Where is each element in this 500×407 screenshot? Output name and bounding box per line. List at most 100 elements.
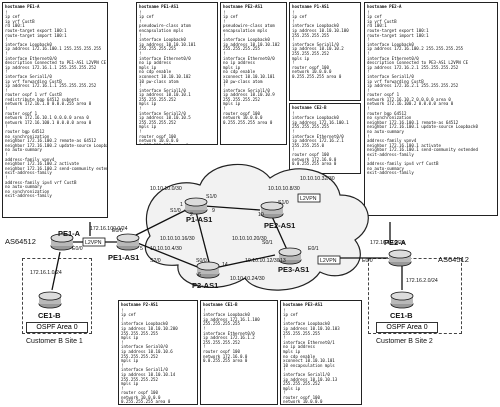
mpls-cloud (144, 164, 369, 291)
config-line: mpls ip (223, 64, 241, 70)
config-line: address-family vpnv4 (367, 138, 417, 144)
config-title: hostname P1-AS1 (292, 4, 329, 9)
config-line: ! (121, 307, 124, 313)
customer-site-2-label: Customer B Site 2 (376, 338, 433, 345)
ospf-area-label-left: OSPF Area 0 (26, 322, 88, 333)
config-line: ! (223, 9, 226, 15)
config-line: address-family ipv4 vrf CustB (5, 179, 77, 185)
config-line: ! (223, 18, 226, 24)
vpn-label: L2VPN (300, 196, 317, 202)
config-line: xconnect 10.10.10.101 (283, 358, 335, 364)
config-line: ! (292, 110, 295, 116)
config-line: ip cef (367, 14, 382, 20)
num-label: 13 (280, 258, 286, 264)
config-line: 255.255.255.255 (223, 46, 260, 52)
config-line: ip address 172.16.100.2 255.255.255.255 (367, 46, 464, 52)
config-line: no cdp enable (223, 69, 256, 75)
config-line: ! (367, 156, 370, 162)
num-label: 2 (190, 212, 193, 218)
config-line: interface Serial1/0 (5, 73, 52, 79)
config-line: xconnect 10.10.10.102 (139, 73, 191, 79)
label-p2-as1: P2-AS1 (192, 281, 218, 290)
config-line: 255.255.255.0 (292, 142, 325, 148)
config-line: ! (292, 9, 295, 15)
config-line: network 10.0.0.0 (223, 115, 263, 121)
config-line: no auto-summary (5, 147, 42, 153)
router-pe1-a (50, 233, 74, 251)
config-title: hostname PE1-AS1 (139, 4, 179, 9)
link-label: 172.16.1.0/24 (30, 270, 62, 276)
config-line: neighbor 172.16.100.1 remote-as 64512 (367, 119, 459, 125)
config-line: 255.255.255.252 (292, 50, 329, 56)
config-line: router ospf 100 (121, 390, 158, 396)
config-line: ! (367, 69, 370, 75)
customer-site-1-label: Customer B Site 1 (26, 338, 83, 345)
num-label: 14 (222, 262, 228, 268)
config-line: no synchronization (5, 133, 50, 139)
config-line: interface Ethernet0/0 (203, 330, 255, 336)
config-line: ! (5, 9, 8, 15)
config-line: ! (121, 385, 124, 391)
config-line: interface Serial1/0 (283, 371, 330, 377)
if-label: S2/0 (150, 258, 161, 264)
config-pe1-as1: hostname PE1-AS1!ip cef!pseudowire-class… (136, 2, 218, 145)
config-title: hostname PE3-AS1 (283, 302, 323, 307)
config-line: 255.255.255.252 (283, 381, 320, 387)
config-line: 255.255.255.252 (139, 119, 176, 125)
config-line: encapsulation mpls (223, 27, 268, 33)
config-line: 0.255.255.255 area 0 (292, 73, 342, 79)
link-label: 10.10.10.4/30 (150, 246, 182, 252)
router-p1-as1 (184, 197, 208, 215)
config-line: description Connected to PE1-AS1 L2VPN C… (5, 60, 107, 66)
config-line: network 10.0.0.0 (139, 138, 179, 144)
config-line: exit-address-family (367, 170, 414, 176)
config-line: network 172.16.10.1 0.0.0.0 area 0 (5, 115, 89, 121)
config-line: network 172.16.0.0 (292, 156, 337, 162)
config-line: 10 pw-class atom (139, 78, 179, 84)
config-line: ! (5, 50, 8, 56)
customer-site-2-box (368, 258, 462, 334)
config-title: hostname PE2-A (367, 4, 402, 9)
config-line: ! (367, 106, 370, 112)
config-line: ! (5, 69, 8, 75)
config-line: rd 100:1 (5, 23, 25, 29)
config-line: ip address 172.16.1.1 255.255.255.252 (5, 83, 97, 89)
config-line: 255.255.255.255 (292, 32, 329, 38)
config-line: ! (5, 124, 8, 130)
label-pe1-as1: PE1-AS1 (108, 253, 139, 262)
config-line: ip address 172.16.1.2 (203, 335, 255, 341)
config-line: no cdp enable (139, 69, 172, 75)
config-line: router bgp 64512 (367, 110, 407, 116)
config-line: 10 pw-class atom (223, 78, 263, 84)
router-ce2-b (390, 291, 414, 309)
if-label: S1/0 (278, 200, 289, 206)
link-label: 10.10.10.20/30 (232, 236, 267, 242)
config-line: ! (5, 87, 8, 93)
config-line: network 172.16.100.2 0.0.0.0 area 0 (367, 101, 454, 107)
config-line: interface Serial1/0 (121, 367, 168, 373)
config-line: ip cef (223, 14, 238, 20)
config-line: ! (283, 316, 286, 322)
config-line: no ip address (139, 60, 172, 66)
config-line: ! (139, 18, 142, 24)
config-line: ip address 10.10.10.13 (283, 376, 338, 382)
config-line: router ospf 1 vrf CustB (5, 92, 62, 98)
config-line: ip address 10.10.10.14 (121, 371, 176, 377)
config-line: ip vrf CustB (367, 18, 397, 24)
config-line: neighbor 172.16.100.2 remote-as 64512 (5, 138, 97, 144)
config-line: ! (203, 307, 206, 313)
link-label: 172.16.100.0/24 (90, 226, 128, 232)
config-line: interface Loopback0 (292, 23, 339, 29)
router-pe1-as1 (116, 233, 140, 251)
router-pe2-a (388, 249, 412, 267)
config-line: ip cef (283, 312, 298, 318)
config-line: address-family ipv4 vrf CustB (367, 161, 439, 167)
config-line: interface Loopback0 (223, 37, 270, 43)
config-line: mpls ip (139, 124, 157, 130)
config-line: ip address 172.16.2.1 255.255.255.252 (367, 64, 459, 70)
config-line: no cdp enable (283, 353, 316, 359)
config-line: mpls ip (139, 101, 157, 107)
config-line: ip address 172.16.2.1 255.255.255.252 (367, 83, 459, 89)
